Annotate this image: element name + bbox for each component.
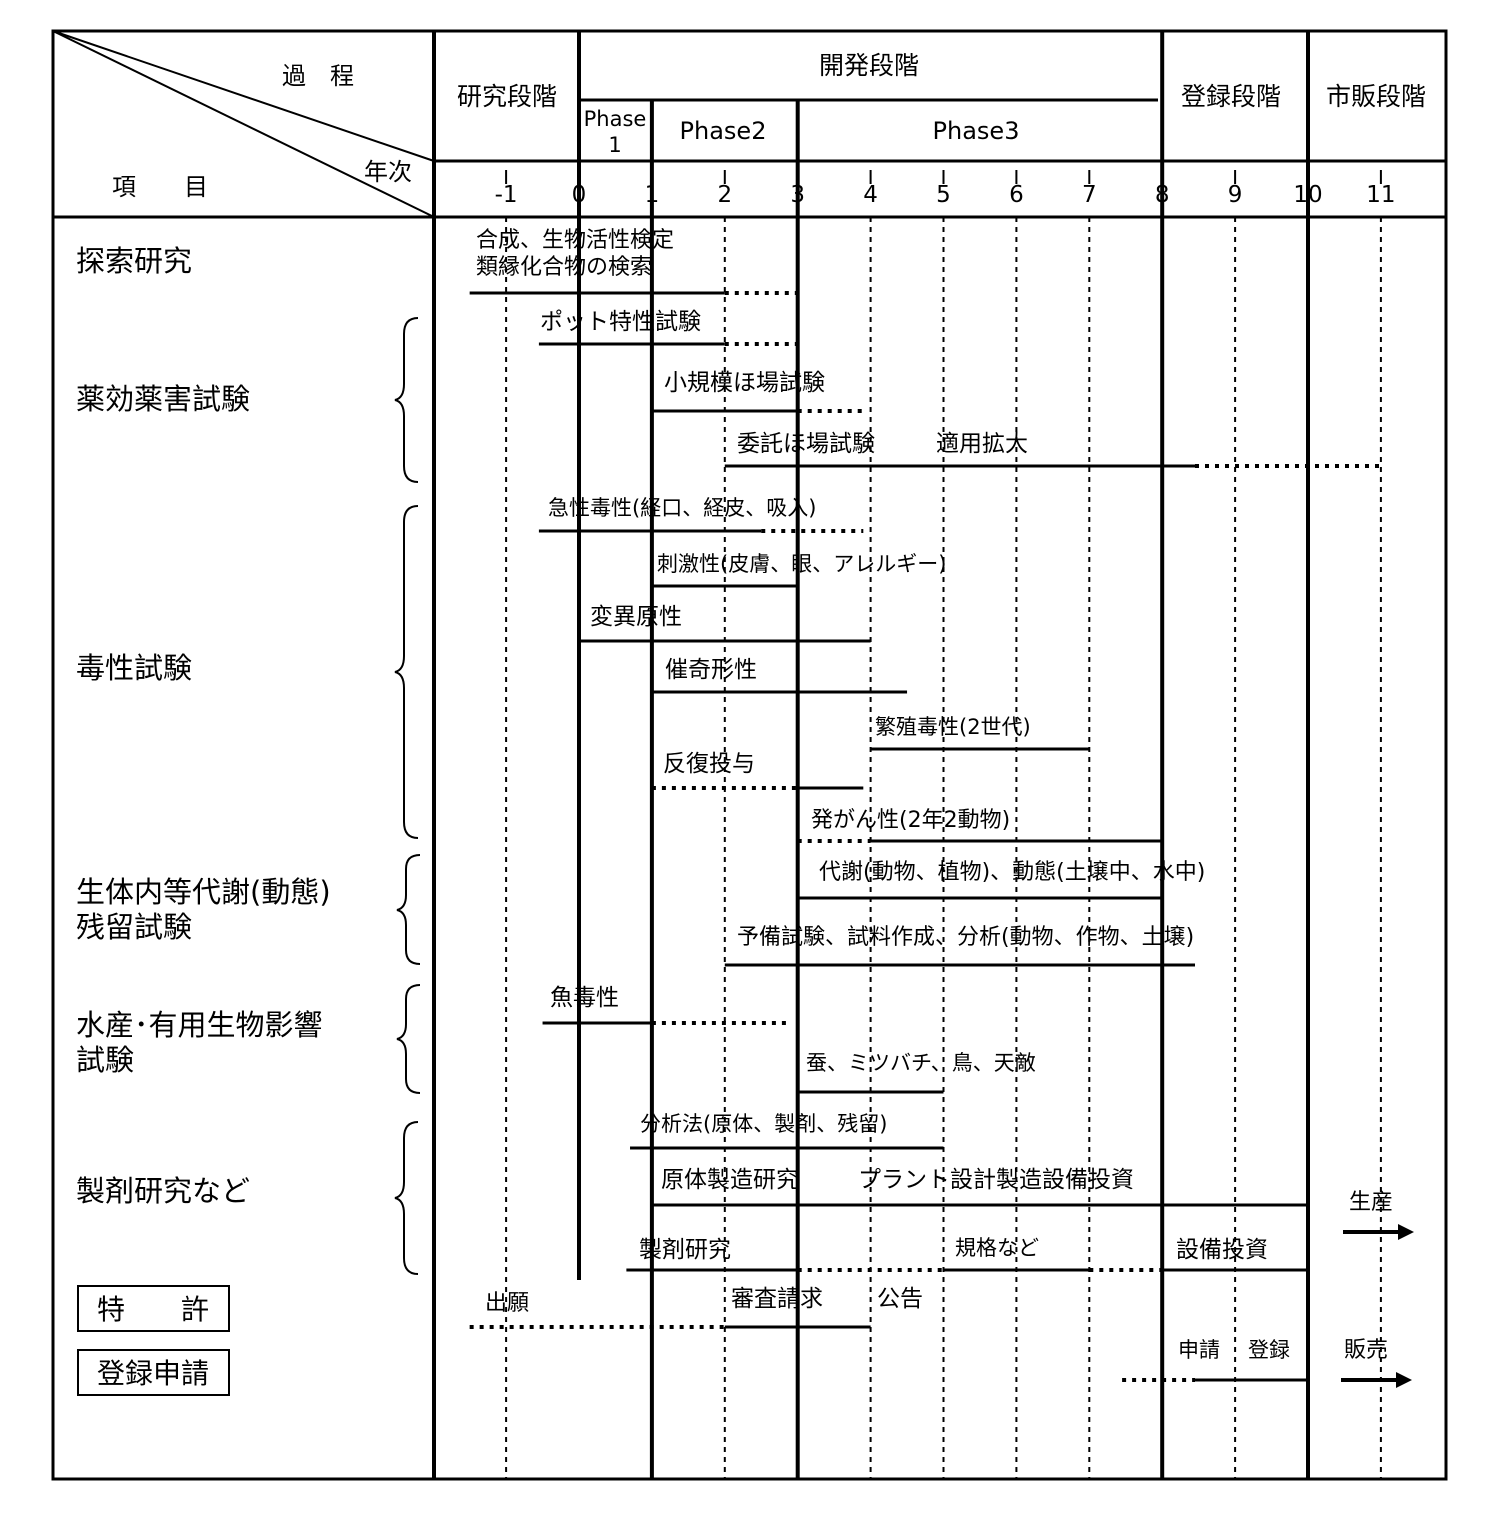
category-registration: 登録申請 <box>97 1357 209 1390</box>
year-label-10: 10 <box>1293 182 1322 208</box>
registration-box <box>77 1349 230 1396</box>
category-aquatic-line1: 水産･有用生物影響 <box>76 1008 323 1042</box>
brace-aquatic <box>396 984 421 1094</box>
year-label-7: 7 <box>1082 182 1097 208</box>
category-metabolism-line1: 生体内等代謝(動態) <box>76 875 331 909</box>
category-patent: 特 許 <box>97 1293 209 1326</box>
task-beneficial-organisms: 蚕、ミツバチ、鳥、天敵 <box>806 1051 1036 1075</box>
year-label-5: 5 <box>936 182 951 208</box>
year-label-1: 1 <box>645 182 660 208</box>
task-equipment-investment: 設備投資 <box>1176 1237 1268 1263</box>
phase3-label: Phase3 <box>933 117 1020 145</box>
header-diagonal-1 <box>52 30 435 162</box>
task-mutagenicity: 変異原性 <box>590 604 682 630</box>
task-small-field-test: 小規模ほ場試験 <box>664 370 825 396</box>
brace-efficacy <box>394 317 419 483</box>
brace-formulation <box>394 1121 419 1275</box>
task-pot-test: ポット特性試験 <box>540 309 701 335</box>
task-examination-request: 審査請求 <box>731 1286 823 1312</box>
task-technical-production: 原体製造研究 <box>661 1167 799 1193</box>
task-repeated-dose: 反復投与 <box>663 751 755 777</box>
phase1-number: 1 <box>608 133 621 157</box>
header-item: 項 目 <box>112 173 208 201</box>
year-label-9: 9 <box>1228 182 1243 208</box>
patent-box <box>77 1285 230 1332</box>
year-label-0: 0 <box>572 182 587 208</box>
bar-layer <box>469 291 1381 1382</box>
category-metabolism-line2: 残留試験 <box>76 910 192 944</box>
stage-development: 開発段階 <box>819 51 919 80</box>
year-label-3: 3 <box>790 182 805 208</box>
year-label-11: 11 <box>1366 182 1395 208</box>
task-carcinogenicity: 発がん性(2年2動物) <box>811 808 1010 833</box>
year-label-4: 4 <box>863 182 878 208</box>
brace-toxicity <box>394 505 419 839</box>
task-analog-search: 類縁化合物の検索 <box>476 255 652 280</box>
task-acute-toxicity: 急性毒性(経口、経皮、吸入) <box>548 496 816 520</box>
task-plant-design: プラント設計製造設備投資 <box>858 1167 1134 1193</box>
task-formulation-research: 製剤研究 <box>639 1237 731 1263</box>
stage-market: 市販段階 <box>1326 82 1426 111</box>
sales-arrow-icon <box>1396 1372 1412 1388</box>
production-arrow-icon <box>1398 1224 1414 1240</box>
phase2-label: Phase2 <box>680 117 767 145</box>
stage-research: 研究段階 <box>457 82 557 111</box>
task-patent-filing: 出願 <box>485 1291 529 1316</box>
year-label-6: 6 <box>1009 182 1024 208</box>
phase1-label: Phase <box>584 107 647 131</box>
task-irritation: 刺激性(皮膚、眼、アレルギー) <box>657 552 946 576</box>
outer-frame <box>51 29 1448 1481</box>
task-analytical-methods: 分析法(原体、製剤、残留) <box>640 1112 887 1136</box>
header-diagonal-2 <box>52 30 435 218</box>
task-application-expansion: 適用拡大 <box>936 431 1028 457</box>
year-label-2: 2 <box>717 182 732 208</box>
brace-metabolism <box>396 854 421 965</box>
category-efficacy: 薬効薬害試験 <box>76 382 250 416</box>
stage-registration: 登録段階 <box>1181 82 1281 111</box>
category-toxicity: 毒性試験 <box>76 651 192 685</box>
task-publication: 公告 <box>877 1286 923 1312</box>
year-label-8: 8 <box>1155 182 1170 208</box>
task-fish-toxicity: 魚毒性 <box>550 985 619 1011</box>
category-exploration: 探索研究 <box>76 244 192 278</box>
task-preliminary-tests: 予備試験、試料作成、分析(動物、作物、土壌) <box>737 925 1194 950</box>
year-label--1: -1 <box>495 182 518 208</box>
category-aquatic-line2: 試験 <box>76 1043 134 1077</box>
header-year: 年次 <box>364 158 412 186</box>
task-synthesis: 合成、生物活性検定 <box>476 228 674 253</box>
task-specifications: 規格など <box>955 1236 1039 1260</box>
task-reproductive-toxicity: 繁殖毒性(2世代) <box>875 715 1031 739</box>
task-application: 申請 <box>1178 1338 1220 1362</box>
header-process: 過 程 <box>282 62 354 90</box>
task-registration: 登録 <box>1248 1338 1290 1362</box>
task-metabolism: 代謝(動物、植物)、動態(土壌中、水中) <box>819 860 1205 885</box>
category-formulation: 製剤研究など <box>76 1174 250 1208</box>
task-contract-field-test: 委託ほ場試験 <box>737 431 875 457</box>
year-axis-labels: -1 0 1 2 3 4 5 6 7 8 9 10 11 <box>495 182 1396 208</box>
task-sales: 販売 <box>1344 1338 1388 1363</box>
task-teratogenicity: 催奇形性 <box>665 657 757 683</box>
task-production: 生産 <box>1349 1190 1393 1215</box>
